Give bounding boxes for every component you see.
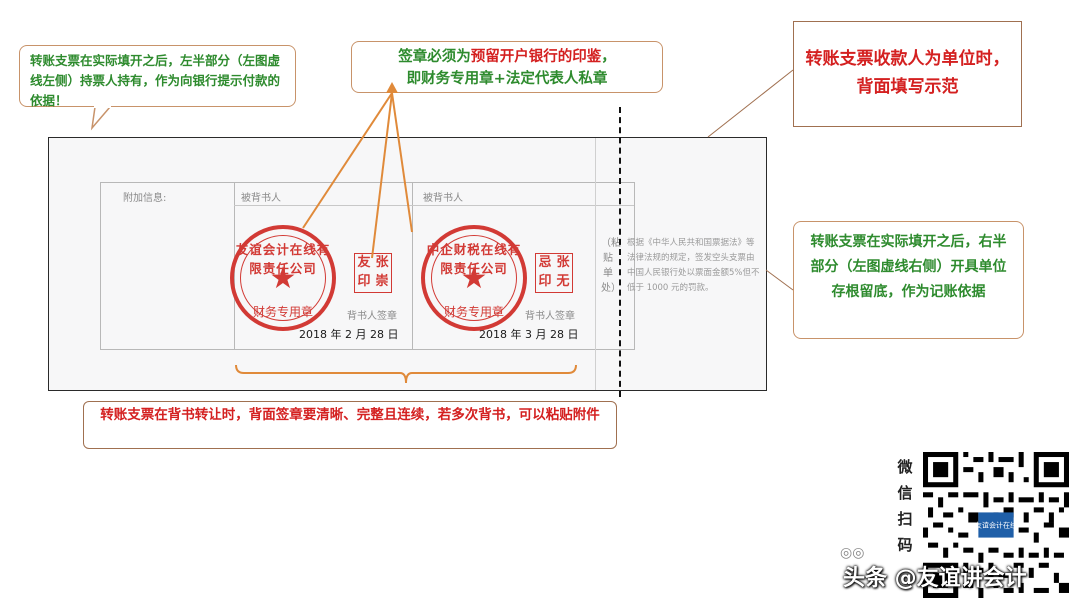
wechat-icon: ◎◎ [840,545,865,561]
callout-title-text: 转账支票收款人为单位时，背面填写示范 [805,49,1010,97]
endorsee-label-2: 被背书人 [423,193,463,204]
callout-seal-line1b: 预留开户银行的印鉴 [470,49,602,65]
endorse-date-2: 2018 年 3 月 28 日 [479,328,579,341]
paste-strip: （粘贴单处） [595,138,621,390]
finance-seal-2: 中企财税在线有限责任公司 ★ 财务专用章 [421,225,527,331]
cheque-back: 附加信息: 被背书人 被背书人 背书人签章 背书人签章 2018 年 2 月 2… [48,137,767,391]
callout-seal-line2: 即财务专用章+法定代表人私章 [406,71,608,87]
endorser-sign-label-1: 背书人签章 [347,311,397,322]
callout-endorse-note: 转账支票在背书转让时，背面签章要清晰、完整且连续，若多次背书，可以粘贴附件 [83,401,617,449]
qr-code[interactable]: 友谊会计在线 [923,452,1069,598]
tear-line [619,107,621,397]
connector-title [707,69,794,138]
endorsement-table: 附加信息: 被背书人 被背书人 背书人签章 背书人签章 2018 年 2 月 2… [100,182,635,350]
endorsee-label-1: 被背书人 [241,193,281,204]
endorser-sign-label-2: 背书人签章 [525,311,575,322]
finance-seal-1: 友谊会计在线有限责任公司 ★ 财务专用章 [230,225,336,331]
legal-rep-stamp-1: 友 张 印 崇 [354,253,392,293]
callout-seal-line1a: 签章必须为 [398,49,471,65]
star-icon: ★ [460,261,488,296]
callout-holder-note: 转账支票在实际填开之后，左半部分（左图虚线左侧）持票人持有，作为向银行提示付款的… [19,45,296,108]
seal-2-purpose: 财务专用章 [443,305,504,319]
paste-label: （粘贴单处） [601,238,621,294]
watermark: 头条 @友谊讲会计 [843,566,1027,591]
row-divider [234,205,634,206]
svg-text:友谊会计在线: 友谊会计在线 [975,521,1017,530]
callout-holder-text: 转账支票在实际填开之后，左半部分（左图虚线左侧）持票人持有，作为向银行提示付款的… [30,53,281,108]
additional-info-label: 附加信息: [123,193,167,204]
legal-notice: 根据《中华人民共和国票据法》等法律法规的规定，签发空头支票由中国人民银行处以票面… [627,238,760,293]
callout-stub-note: 转账支票在实际填开之后，右半部分（左图虚线右侧）开具单位存根留底，作为记账依据 [793,221,1024,339]
connector-stub [765,269,794,291]
callout-endorse-text: 转账支票在背书转让时，背面签章要清晰、完整且连续，若多次背书，可以粘贴附件 [100,407,600,423]
seal-1-company: 友谊会计在线有限责任公司 [235,242,331,276]
callout-stub-text: 转账支票在实际填开之后，右半部分（左图虚线右侧）开具单位存根留底，作为记账依据 [810,234,1007,300]
column-divider [412,183,413,349]
callout-tail [90,106,112,131]
callout-title-note: 转账支票收款人为单位时，背面填写示范 [793,21,1022,127]
qr-caption: 微 信 扫 码 [897,458,913,554]
seal-1-purpose: 财务专用章 [252,305,313,319]
seal-2-company: 中企财税在线有限责任公司 [426,242,522,276]
endorse-date-1: 2018 年 2 月 28 日 [299,328,399,341]
callout-seal-note: 签章必须为预留开户银行的印鉴， 即财务专用章+法定代表人私章 [351,41,663,93]
callout-seal-line1c: ， [601,49,616,65]
legal-rep-stamp-2: 忌 张 印 无 [535,253,573,293]
star-icon: ★ [269,261,297,296]
